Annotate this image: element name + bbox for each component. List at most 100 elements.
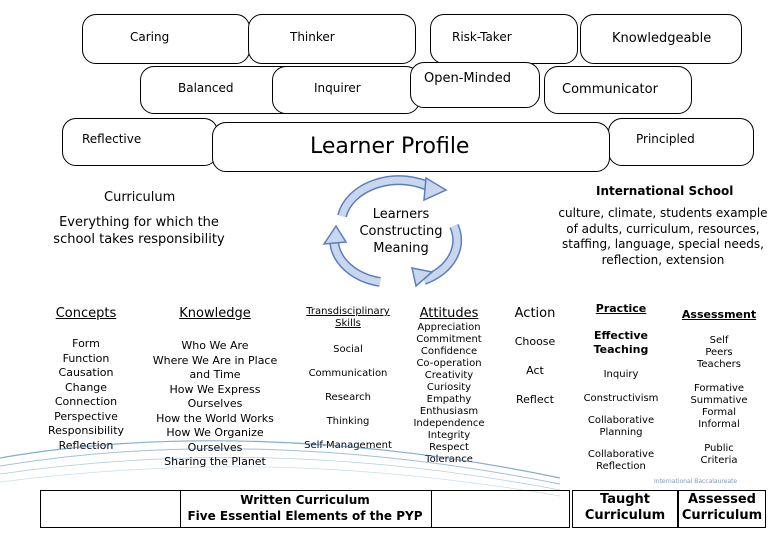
skill-item: Self-Management	[304, 440, 392, 451]
concepts-heading: Concepts	[55, 306, 117, 321]
cycle-line-1: Learners	[372, 207, 430, 222]
concept-item: Responsibility	[47, 424, 125, 437]
curriculum-description: Everything for which the school takes re…	[53, 215, 225, 247]
assessment-item: Informal	[698, 419, 740, 430]
learner-profile-box	[212, 122, 610, 172]
attitude-item: Enthusiasm	[419, 406, 479, 417]
attitude-item: Independence	[413, 418, 485, 429]
practice-item: Constructivism	[583, 393, 659, 404]
knowledge-item: How We Express	[169, 382, 261, 396]
attitude-item: Creativity	[424, 370, 474, 381]
swoosh-decoration	[0, 440, 561, 497]
knowledgeable-box	[580, 14, 742, 64]
effective-teaching-heading: Effective Teaching	[593, 329, 649, 356]
attitudes-heading: Attitudes	[419, 306, 479, 321]
practice-item: Collaborative Planning	[587, 415, 655, 438]
principled-box	[608, 118, 754, 166]
concept-item: Connection	[54, 395, 118, 408]
open-minded-box	[410, 62, 540, 108]
knowledge-item: How the World Works	[156, 411, 274, 425]
taught-curriculum-box	[572, 490, 678, 528]
communicator-label: Communicator	[562, 82, 658, 97]
principled-label: Principled	[636, 132, 695, 146]
practice-heading: Practice	[595, 302, 647, 315]
assessment-item: Criteria	[700, 455, 738, 466]
attitude-item: Co-operation	[416, 358, 482, 369]
assessment-item: Self	[709, 335, 729, 346]
skill-item: Thinking	[326, 416, 370, 427]
attitude-item: Commitment	[416, 334, 482, 345]
attitude-item: Respect	[429, 442, 469, 453]
curriculum-title: Curriculum	[104, 190, 176, 205]
attitude-item: Curiosity	[426, 382, 472, 393]
concept-item: Change	[64, 380, 108, 394]
action-item: Act	[526, 364, 544, 377]
knowledge-item: How We Organize	[166, 426, 264, 439]
knowledge-item: Sharing the Planet	[164, 455, 266, 468]
taught-curriculum-text: Taught Curriculum	[572, 492, 678, 524]
assessed-line-1: Assessed	[688, 492, 756, 507]
cycle-arrows-icon	[322, 175, 463, 288]
attitude-item: Empathy	[426, 394, 472, 405]
knowledge-item: Where We Are in Place	[152, 353, 278, 367]
action-item: Reflect	[516, 393, 554, 406]
skills-heading: Transdisciplinary Skills	[306, 306, 390, 329]
international-school-title: International School	[596, 184, 734, 198]
knowledge-item: Ourselves	[187, 440, 243, 454]
risk-taker-label: Risk-Taker	[452, 30, 512, 44]
taught-line-2: Curriculum	[584, 508, 666, 523]
cycle-line-3: Meaning	[373, 241, 429, 256]
written-line-2: Five Essential Elements of the PYP	[187, 509, 423, 523]
assessed-curriculum-box	[678, 490, 766, 528]
attitude-item: Confidence	[420, 346, 478, 357]
communicator-box	[544, 66, 692, 114]
written-curriculum-frame	[40, 490, 570, 528]
cycle-line-2: Constructing	[359, 224, 443, 239]
inquirer-label: Inquirer	[314, 81, 361, 95]
open-minded-label: Open-Minded	[424, 71, 511, 86]
attitude-item: Integrity	[427, 430, 471, 441]
written-line-1: Written Curriculum	[240, 493, 370, 507]
caring-box	[82, 14, 250, 64]
knowledge-column: Knowledge Who We Are Where We Are in Pla…	[152, 306, 278, 470]
practice-item: Collaborative Reflection	[587, 449, 655, 472]
concept-item: Causation	[58, 366, 114, 379]
thinker-box	[248, 14, 416, 64]
reflective-box	[62, 118, 218, 166]
assessment-heading: Assessment	[681, 308, 757, 321]
assessment-item: Summative	[690, 395, 748, 406]
knowledgeable-label: Knowledgeable	[612, 31, 712, 46]
assessment-column: Assessment Self Peers Teachers Formative…	[676, 308, 762, 467]
caring-label: Caring	[130, 30, 170, 44]
reflective-label: Reflective	[82, 132, 142, 146]
knowledge-heading: Knowledge	[179, 306, 251, 321]
action-heading: Action	[514, 306, 556, 321]
assessment-item: Formal	[701, 407, 737, 418]
ib-logo: International Baccalaureate	[654, 478, 750, 486]
inquirer-box	[272, 66, 420, 114]
thinker-label: Thinker	[290, 30, 335, 44]
assessment-item: Formative	[693, 383, 745, 394]
knowledge-item: Who We Are	[181, 339, 249, 352]
learner-profile-title: Learner Profile	[310, 134, 470, 159]
attitude-item: Appreciation	[417, 322, 481, 333]
knowledge-item: and Time	[189, 368, 241, 381]
assessment-item: Peers	[705, 347, 733, 358]
attitudes-column: Attitudes Appreciation Commitment Confid…	[410, 306, 488, 466]
ib-logo-text: International Baccalaureate	[654, 478, 738, 485]
skill-item: Social	[333, 344, 363, 355]
written-curriculum-text: Written Curriculum Five Essential Elemen…	[150, 492, 460, 524]
assessment-item: Public	[704, 443, 734, 454]
skill-item: Research	[325, 392, 371, 403]
assessed-curriculum-text: Assessed Curriculum	[674, 492, 770, 524]
cycle-text: Learners Constructing Meaning	[350, 206, 452, 257]
action-column: Action Choose Act Reflect	[506, 306, 564, 422]
practice-column: Practice Effective Teaching Inquiry Cons…	[578, 302, 664, 473]
concept-item: Form	[72, 337, 100, 350]
assessed-line-2: Curriculum	[681, 508, 763, 523]
skills-column: Transdisciplinary Skills Social Communic…	[298, 306, 398, 464]
practice-item: Inquiry	[603, 369, 639, 380]
international-school-description: culture, climate, students example of ad…	[558, 206, 768, 267]
concept-item: Function	[62, 351, 110, 365]
action-item: Choose	[514, 335, 556, 348]
